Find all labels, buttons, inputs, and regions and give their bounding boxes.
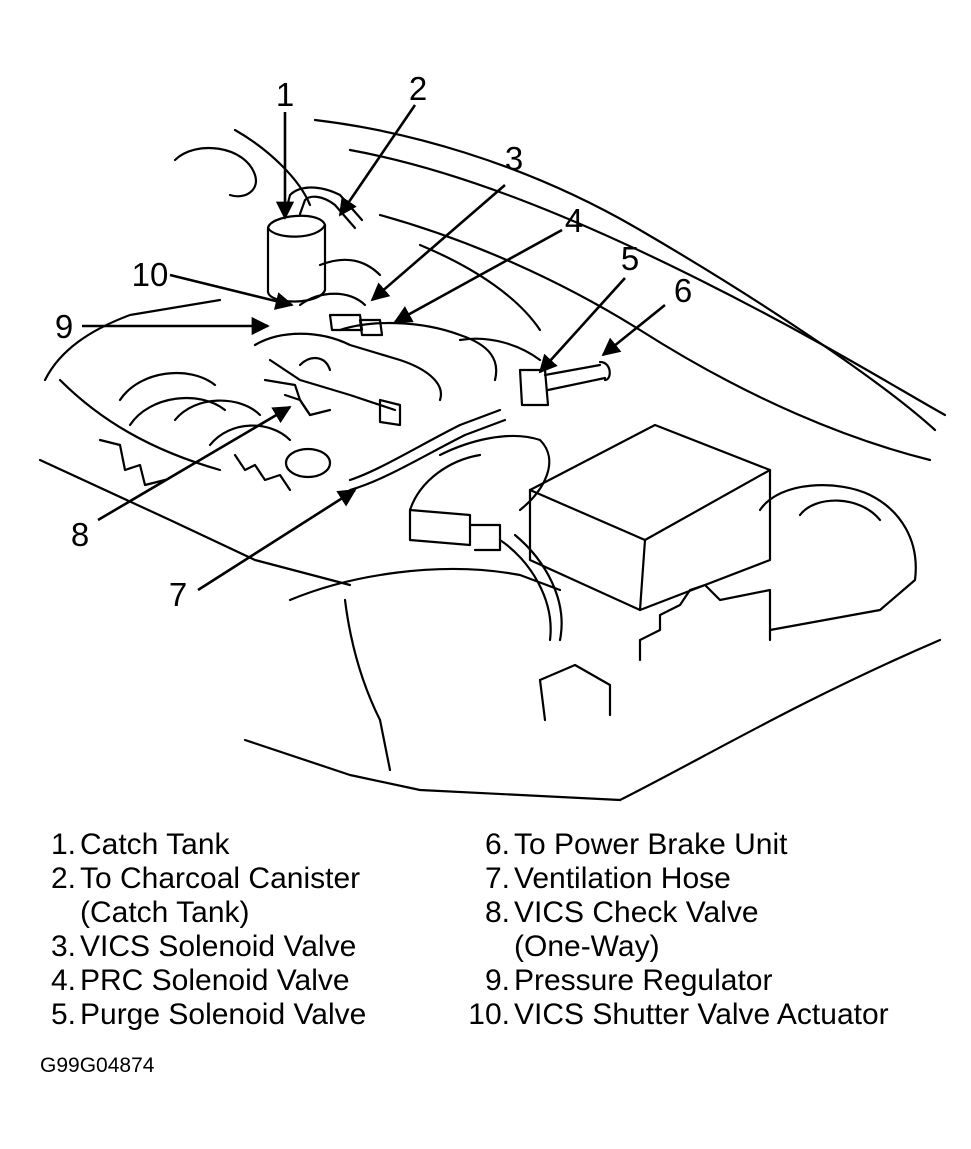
legend-item: 2.To Charcoal Canister	[40, 862, 366, 896]
legend-item: 7.Ventilation Hose	[460, 862, 889, 896]
legend-label: To Power Brake Unit	[514, 828, 788, 861]
legend-label: Catch Tank	[80, 828, 230, 861]
callout-6: 6	[674, 272, 692, 309]
callout-7: 7	[169, 576, 187, 613]
legend-item: 9.Pressure Regulator	[460, 964, 889, 998]
leader-8	[97, 405, 292, 522]
legend-number: 8.	[484, 896, 510, 929]
engine-line-art	[38, 118, 947, 802]
legend-number: 4.	[50, 964, 76, 997]
legend-left: 1.Catch Tank 2.To Charcoal Canister (Cat…	[40, 828, 366, 1032]
legend-item-continuation: (Catch Tank)	[40, 896, 366, 930]
legend-number: 7.	[484, 862, 510, 895]
legend-label: VICS Shutter Valve Actuator	[514, 998, 889, 1031]
callout-leaders	[82, 104, 666, 592]
legend-label: VICS Solenoid Valve	[80, 930, 357, 963]
legend-number: 2.	[50, 862, 76, 895]
legend-item: 3.VICS Solenoid Valve	[40, 930, 366, 964]
leader-5	[538, 277, 626, 374]
callout-4: 4	[565, 202, 583, 239]
legend-sublabel: (Catch Tank)	[80, 896, 250, 929]
leader-4	[393, 228, 563, 324]
legend-item: 6.To Power Brake Unit	[460, 828, 889, 862]
callout-1: 1	[276, 76, 294, 113]
legend-label: To Charcoal Canister	[80, 862, 361, 895]
leader-6	[601, 303, 666, 357]
leader-7	[197, 488, 357, 592]
callout-5: 5	[621, 240, 639, 277]
callout-numbers: 1 2 3 4 5 6 7 8 9 10	[55, 70, 692, 613]
legend-sublabel: (One-Way)	[514, 930, 660, 963]
legend-label: Ventilation Hose	[514, 862, 731, 895]
callout-3: 3	[505, 140, 523, 177]
legend-number: 1.	[50, 828, 76, 861]
legend-number: 6.	[484, 828, 510, 861]
leader-2	[338, 104, 417, 217]
callout-8: 8	[71, 516, 89, 553]
figure-code: G99G04874	[40, 1054, 155, 1077]
legend-right: 6.To Power Brake Unit 7.Ventilation Hose…	[460, 828, 889, 1032]
legend-label: PRC Solenoid Valve	[80, 964, 350, 997]
legend-item: 1.Catch Tank	[40, 828, 366, 862]
legend-label: Purge Solenoid Valve	[80, 998, 367, 1031]
callout-10: 10	[132, 256, 169, 293]
legend-label: Pressure Regulator	[514, 964, 773, 997]
legend-number: 10.	[468, 998, 510, 1031]
legend-item-continuation: (One-Way)	[460, 930, 889, 964]
legend-number: 3.	[50, 930, 76, 963]
callout-9: 9	[55, 308, 73, 345]
callout-2: 2	[409, 70, 427, 107]
legend-item: 8.VICS Check Valve	[460, 896, 889, 930]
leader-10	[169, 273, 294, 310]
legend-label: VICS Check Valve	[514, 896, 759, 929]
legend-item: 5.Purge Solenoid Valve	[40, 998, 366, 1032]
leader-3	[370, 184, 506, 302]
engine-diagram: 1 2 3 4 5 6 7 8 9 10	[38, 70, 947, 802]
legend-number: 5.	[50, 998, 76, 1031]
legend-item: 4.PRC Solenoid Valve	[40, 964, 366, 998]
legend-item: 10.VICS Shutter Valve Actuator	[460, 998, 889, 1032]
legend-number: 9.	[484, 964, 510, 997]
